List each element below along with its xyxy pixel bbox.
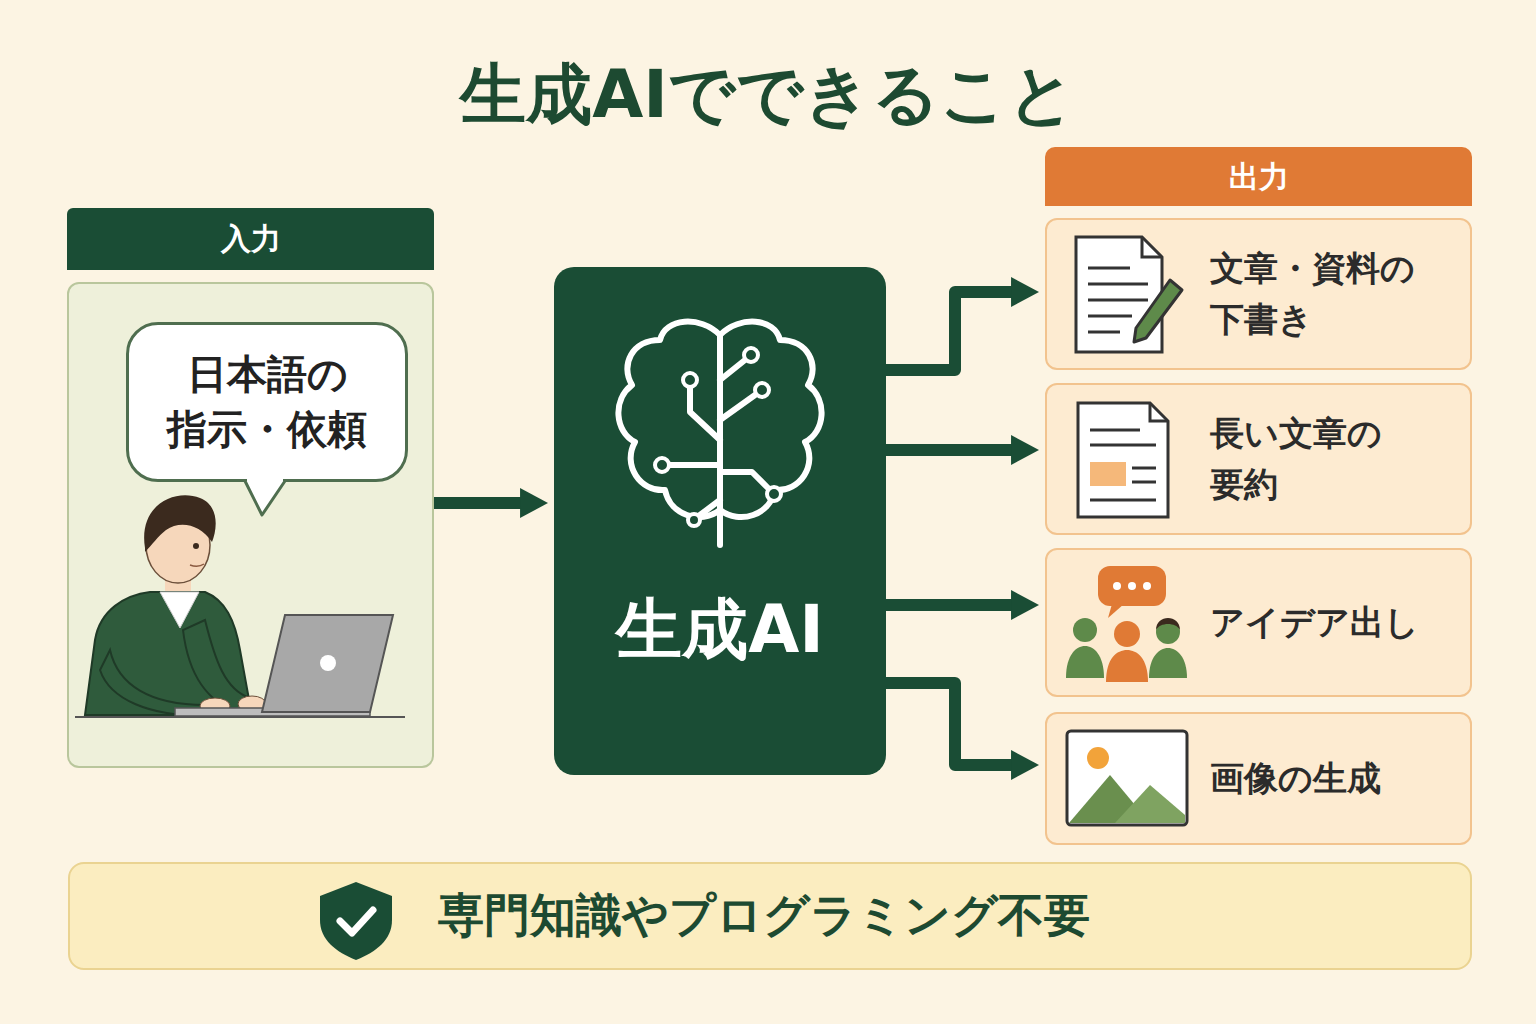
node-text: 入力 [67,208,434,270]
node-text: 画像の生成 [1210,753,1445,804]
input-panel: 入力日本語の 指示・依頼 [67,208,434,768]
speech-bubble: 日本語の 指示・依頼 [126,322,408,482]
diagram-title: 生成AIでできること [0,50,1536,140]
flow-arrow [886,683,1027,765]
flow-arrow [886,292,1027,370]
output-header: 出力 [1045,147,1472,206]
ai-box: 生成AI [554,267,886,775]
flow-arrow [886,599,1027,611]
output-box: 画像の生成 [1045,712,1472,845]
node-text: 文章・資料の 下書き [1210,243,1445,345]
node-text: アイデア出し [1210,597,1445,648]
node-text: 長い文章の 要約 [1210,408,1445,510]
node-text: 専門知識やプログラミング不要 [438,885,1090,947]
node-text: 日本語の 指示・依頼 [142,347,392,457]
flow-arrow [434,497,536,509]
note-band: 専門知識やプログラミング不要 [68,862,1472,970]
output-box: アイデア出し [1045,548,1472,697]
output-box: 長い文章の 要約 [1045,383,1472,535]
flow-arrow [886,444,1027,456]
node-text: 出力 [1045,147,1472,206]
output-box: 文章・資料の 下書き [1045,218,1472,370]
node-text: 生成AI [554,585,886,675]
